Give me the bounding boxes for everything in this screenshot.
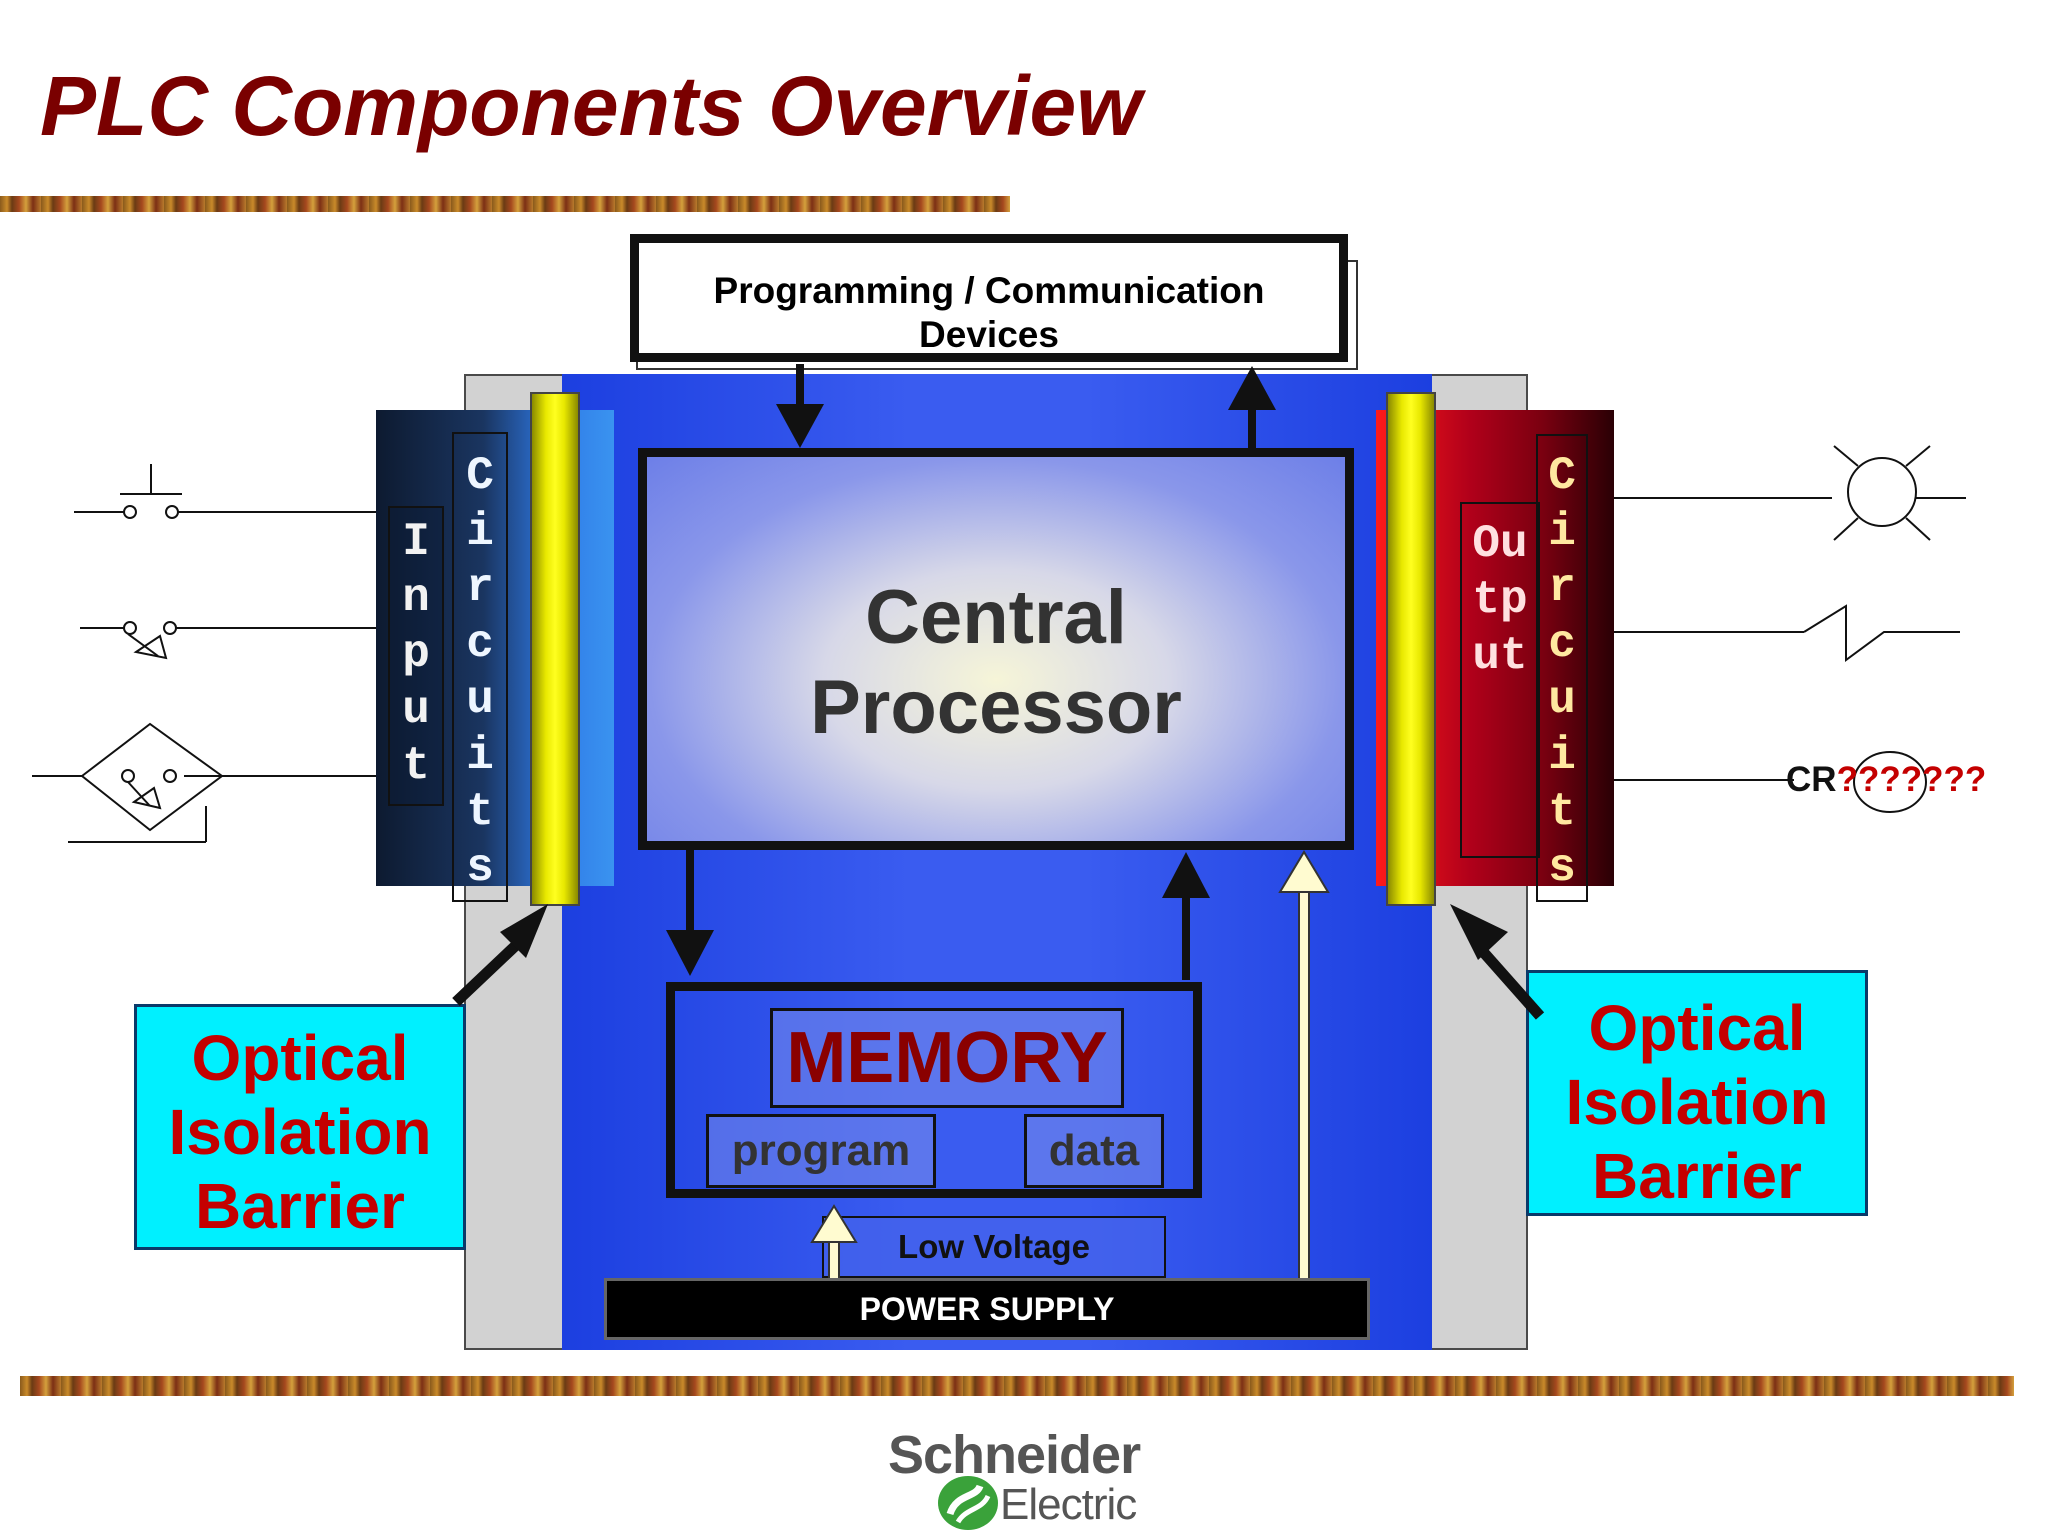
- arrow-memory-to-cpu: [1162, 852, 1210, 980]
- output-label: Output: [1460, 502, 1540, 858]
- arrow-power-to-cpu: [1278, 850, 1330, 1278]
- data-box: data: [1024, 1114, 1164, 1188]
- schneider-logo: Schneider Electric: [884, 1424, 1184, 1532]
- central-processor-box: Central Processor: [638, 448, 1354, 850]
- power-supply-bar: POWER SUPPLY: [604, 1278, 1370, 1340]
- output-optical-barrier: [1386, 392, 1436, 906]
- arrow-cpu-to-memory: [666, 850, 714, 976]
- heater-icon: [1803, 604, 1960, 662]
- optical-barrier-right-box: Optical Isolation Barrier: [1526, 970, 1868, 1216]
- arrow-cpu-to-prog: [1228, 366, 1276, 448]
- lamp-icon: [1833, 445, 1966, 541]
- sensor-switch-icon: [32, 722, 376, 843]
- memory-label-box: MEMORY: [770, 1008, 1124, 1108]
- logo-text-electric: Electric: [1000, 1480, 1137, 1529]
- input-label: Input: [388, 506, 444, 806]
- output-wires: [1614, 497, 1832, 781]
- top-decorative-band: [0, 196, 1010, 212]
- output-circuits-label: Circuits: [1536, 434, 1588, 902]
- low-voltage-box: Low Voltage: [822, 1216, 1166, 1278]
- programming-devices-box: Programming / Communication Devices: [630, 234, 1348, 362]
- logo-text-schneider: Schneider: [888, 1425, 1141, 1485]
- input-optical-barrier: [530, 392, 580, 906]
- arrow-optical-left: [452, 904, 548, 1006]
- optical-barrier-left-box: Optical Isolation Barrier: [134, 1004, 466, 1250]
- arrow-prog-to-cpu: [776, 364, 824, 448]
- bottom-decorative-band: [20, 1376, 2014, 1396]
- relay-coil-suffix: ???????: [1836, 760, 1987, 799]
- limit-switch-icon: [80, 621, 184, 660]
- input-circuits-label: Circuits: [452, 432, 508, 902]
- pushbutton-icon: [74, 464, 184, 519]
- memory-block: [666, 982, 1202, 1198]
- relay-coil-label: CR???????: [1786, 760, 1986, 800]
- arrow-lowvoltage-to-memory: [810, 1204, 858, 1278]
- relay-coil-prefix: CR: [1786, 760, 1837, 799]
- input-wires: [184, 511, 376, 777]
- page-title: PLC Components Overview: [40, 59, 1142, 153]
- program-box: program: [706, 1114, 936, 1188]
- logo-mark-icon: [938, 1476, 998, 1530]
- arrow-optical-right: [1450, 904, 1545, 1020]
- relay-coil-icon: [1853, 751, 1927, 813]
